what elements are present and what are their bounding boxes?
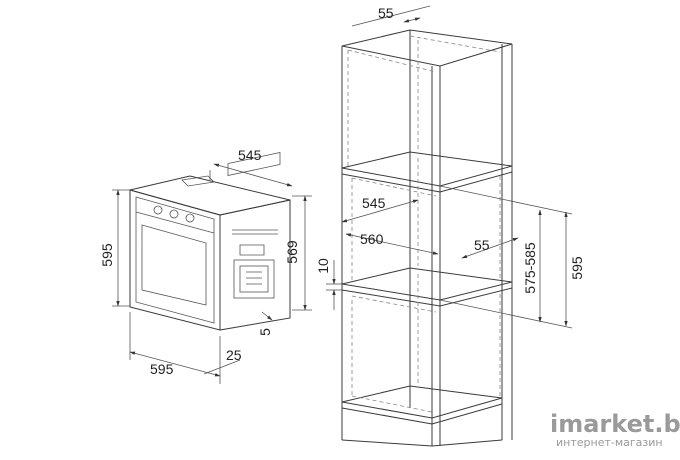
dim-oven-depth: 545 — [238, 147, 262, 163]
upper-shelf — [341, 151, 513, 187]
watermark: imarket.by интернет-магазин — [550, 410, 680, 449]
dim-oven-front-height: 569 — [284, 240, 300, 264]
dim-niche-top-depth: 55 — [378, 5, 394, 21]
dim-door-thickness: 25 — [226, 347, 242, 363]
control-knob-1 — [153, 205, 163, 215]
niche-floor — [341, 267, 513, 301]
dim-oven-height: 595 — [99, 243, 115, 267]
dim-niche-height-range: 575-585 — [522, 242, 538, 294]
cabinet-bottom-shelf — [341, 385, 503, 419]
watermark-tagline: интернет-магазин — [556, 436, 663, 449]
dim-oven-width: 595 — [150, 361, 174, 377]
cabinet-dimensions: 55 545 560 55 575-585 595 10 — [315, 5, 585, 329]
control-knob-2 — [169, 209, 179, 219]
dim-niche-side-depth: 55 — [474, 237, 490, 253]
back-panel — [233, 259, 275, 299]
vent-grille — [239, 244, 265, 256]
dim-gap: 5 — [257, 328, 273, 336]
watermark-brand: imarket.by — [550, 410, 680, 438]
dim-shelf-thickness: 10 — [315, 258, 331, 274]
oven-window — [141, 224, 207, 306]
oven-side — [219, 199, 291, 331]
dim-niche-depth: 545 — [362, 195, 386, 211]
oven-dimensions: 545 595 569 595 25 5 — [99, 147, 312, 384]
cabinet-top — [341, 29, 513, 67]
dim-niche-total-height: 595 — [569, 256, 585, 280]
dim-niche-inner-depth: 560 — [360, 231, 384, 247]
control-knob-3 — [185, 213, 195, 223]
oven-front — [129, 189, 221, 331]
